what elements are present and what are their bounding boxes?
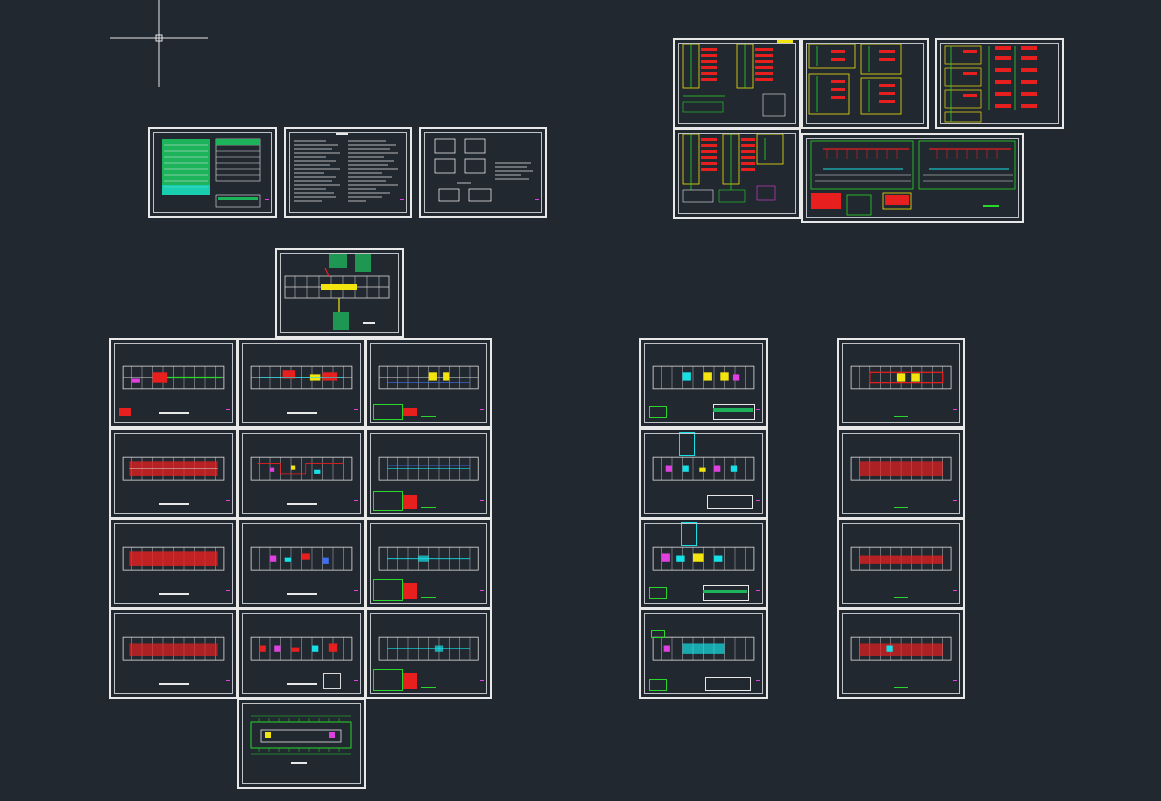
sheet-floor-plan[interactable] — [639, 608, 768, 699]
sheet-floor-plan[interactable] — [837, 428, 965, 519]
sheet-marker — [756, 680, 760, 681]
drawing-title-bar — [286, 682, 317, 685]
drawing-subtitle-bar — [421, 597, 436, 599]
sheet-distribution-schematic-2[interactable] — [801, 38, 929, 129]
sheet-distribution-schematic-4[interactable] — [673, 128, 801, 219]
sheet-floor-plan[interactable] — [365, 428, 492, 519]
drawing-subtitle-bar — [893, 416, 909, 418]
drawing-subtitle-bar — [893, 687, 909, 689]
sheet-design-notes[interactable] — [284, 127, 412, 218]
drawing-title-bar — [286, 502, 317, 505]
sheet-marker — [226, 500, 230, 501]
sheet-floor-plan[interactable] — [237, 518, 366, 609]
sheet-floor-plan[interactable] — [837, 608, 965, 699]
sheet-marker — [265, 199, 269, 200]
sheet-distribution-schematic-3[interactable] — [935, 38, 1064, 129]
sheet-floor-plan[interactable] — [109, 428, 238, 519]
sheet-marker — [756, 500, 760, 501]
drawing-subtitle-bar — [421, 507, 436, 509]
drawing-subtitle-bar — [893, 507, 909, 509]
drawing-title-bar — [158, 592, 189, 595]
sheet-floor-plan[interactable] — [639, 518, 768, 609]
drawing-title-bar — [158, 502, 189, 505]
drawing-title-bar — [286, 592, 317, 595]
sheet-marker — [226, 409, 230, 410]
sheet-floor-plan[interactable] — [109, 338, 238, 428]
sheet-floor-plan[interactable] — [109, 518, 238, 609]
sheet-floor-plan[interactable] — [237, 608, 366, 699]
sheet-distribution-schematic-1[interactable] — [673, 38, 801, 129]
sheet-floor-plan[interactable] — [639, 428, 768, 519]
sheet-marker — [226, 680, 230, 681]
sheet-site-plan[interactable] — [275, 248, 404, 338]
sheet-marker — [756, 409, 760, 410]
sheet-floor-plan[interactable] — [837, 338, 965, 428]
crosshair-cursor-icon — [110, 0, 210, 88]
sheet-floor-plan[interactable] — [237, 428, 366, 519]
sheet-floor-plan[interactable] — [237, 338, 366, 428]
sheet-marker — [226, 590, 230, 591]
sheet-marker — [953, 590, 957, 591]
sheet-marker — [953, 500, 957, 501]
sheet-floor-plan[interactable] — [365, 338, 492, 428]
sheet-floor-plan[interactable] — [365, 608, 492, 699]
sheet-marker — [354, 409, 358, 410]
sheet-marker — [535, 199, 539, 200]
sheet-marker — [400, 199, 404, 200]
drawing-subtitle-bar — [893, 597, 909, 599]
sheet-roof-plan[interactable] — [237, 698, 366, 789]
sheet-marker — [480, 590, 484, 591]
sheet-system-diagram[interactable] — [801, 133, 1024, 223]
sheet-marker — [756, 590, 760, 591]
sheet-marker — [480, 500, 484, 501]
sheet-legend-table[interactable] — [148, 127, 277, 218]
drawing-subtitle-bar — [421, 416, 436, 418]
sheet-detail-notes[interactable] — [419, 127, 547, 218]
sheet-floor-plan[interactable] — [639, 338, 768, 428]
sheet-marker — [354, 590, 358, 591]
sheet-marker — [480, 409, 484, 410]
sheet-marker — [354, 680, 358, 681]
sheet-marker — [953, 680, 957, 681]
sheet-marker — [953, 409, 957, 410]
sheet-marker — [480, 680, 484, 681]
drawing-title-bar — [286, 411, 317, 414]
drawing-title-bar — [158, 682, 189, 685]
drawing-title-bar — [158, 411, 189, 414]
sheet-floor-plan[interactable] — [365, 518, 492, 609]
sheet-floor-plan[interactable] — [837, 518, 965, 609]
sheet-marker — [354, 500, 358, 501]
drawing-subtitle-bar — [421, 687, 436, 689]
sheet-floor-plan[interactable] — [109, 608, 238, 699]
